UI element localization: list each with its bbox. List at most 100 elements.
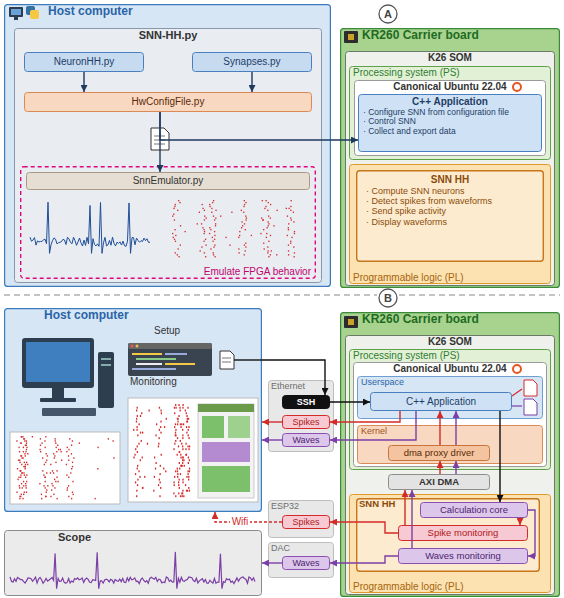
spike-raster (133, 404, 190, 497)
connector (330, 522, 398, 533)
label-text: dma proxy driver (388, 448, 490, 459)
spike-raster (172, 200, 295, 257)
snn-box: SNN HHCalculation coreSpike monitoringWa… (356, 498, 540, 572)
label-text: Spike monitoring (398, 528, 528, 539)
label-text: Canonical Ubuntu 22.04 (358, 81, 542, 93)
box-fill (350, 67, 551, 160)
connector (439, 411, 440, 445)
box-fill (27, 173, 310, 190)
box-fill (283, 516, 330, 529)
box-fill (346, 336, 555, 595)
os-box: Canonical Ubuntu 22.04C++ Application· C… (354, 80, 546, 156)
som-box: K26 SOMProcessing system (PS)Canonical U… (345, 51, 555, 286)
box-fill (399, 526, 528, 541)
callout-holder: B (378, 290, 398, 306)
callout-holder: A (378, 6, 398, 22)
module-box: SnnEmulator.py (26, 172, 310, 190)
label-text: Waves monitoring (398, 551, 528, 562)
label-text: Waves (282, 558, 330, 568)
waveform (30, 202, 150, 253)
box-fill (283, 557, 330, 570)
box-fill (283, 434, 330, 447)
kernel-region: Kerneldma proxy driver (357, 425, 543, 464)
box-fill (25, 53, 144, 72)
label-text: Scope (58, 531, 258, 544)
label-text: SnnEmulator.py (30, 175, 306, 187)
ps-region: Processing system (PS)Canonical Ubuntu 2… (349, 349, 551, 470)
box-fill (350, 350, 551, 470)
box-fill (358, 426, 543, 464)
box-fill (357, 171, 544, 262)
connector (330, 556, 398, 563)
box-fill (5, 5, 331, 287)
connector (160, 112, 358, 140)
label-text: Calculation core (420, 505, 528, 516)
box-fill (341, 29, 560, 288)
label-text: NeuronHH.py (28, 56, 140, 68)
box-fill (389, 475, 490, 490)
host-panel: Host computerSetupMonitoring (4, 308, 262, 512)
script-box: SNN-HH.pyNeuronHH.py Synapses.pyHwConfigF… (14, 28, 322, 283)
label-text: Monitoring (130, 376, 258, 388)
output-files (512, 380, 537, 415)
label-text: Processing system (PS) (353, 350, 547, 362)
label-text: Programmable logic (PL) (353, 581, 547, 593)
box-fill (359, 95, 542, 152)
box-fill (269, 543, 334, 578)
file-icon (220, 351, 262, 369)
box-fill (269, 381, 334, 452)
pl-region: Programmable logic (PL)SNN HHCalculation… (349, 494, 551, 593)
callout-letter: B (384, 292, 392, 305)
callout-circle (379, 5, 397, 23)
box-fill (421, 503, 528, 518)
label-text: C++ Application (370, 396, 512, 408)
label-text: K26 SOM (349, 52, 551, 64)
spikes-box: Spikes (282, 515, 330, 529)
label-text: Spikes (282, 417, 330, 427)
ssh-box: SSH (282, 395, 330, 409)
edge-label: Wifi (230, 516, 251, 528)
app-box: C++ Application· Configure SNN from conf… (358, 94, 542, 152)
snn-box: SNN HH· Compute SNN neurons· Detect spik… (356, 170, 544, 262)
label-text: Programmable logic (PL) (353, 272, 547, 284)
label-text: Synapses.py (196, 56, 308, 68)
core-box: Calculation core (420, 502, 528, 518)
label-text: · Collect and export data (363, 127, 539, 137)
emulation-region: Emulate FPGA behaviorSnnEmulator.py (20, 166, 316, 279)
interface-box: ESP32Spikes (268, 500, 334, 538)
label-text: SNN HH (360, 174, 540, 186)
box-fill (283, 396, 330, 409)
connector (330, 411, 400, 422)
box-fill (5, 309, 262, 512)
scope-panel: Scope (4, 530, 262, 596)
box-fill (341, 313, 560, 597)
label-text: Setup (154, 325, 258, 337)
desktop-computer (22, 338, 114, 416)
connector (528, 510, 535, 556)
label-text: Waves (282, 435, 330, 445)
box-fill (389, 446, 490, 461)
separator (4, 295, 377, 296)
box-fill (283, 416, 330, 429)
label-text: K26 SOM (349, 336, 551, 348)
label-text: SNN-HH.py (18, 29, 318, 42)
label-text: Host computer (48, 5, 327, 19)
label-text: HwConfigFile.py (28, 96, 308, 108)
label-text: AXI DMA (388, 477, 490, 488)
connector (455, 461, 456, 474)
box-fill (25, 93, 312, 112)
connector (519, 518, 520, 525)
label-text: Userspace (361, 377, 539, 387)
callout-circle (379, 289, 397, 307)
waves-box: Waves (282, 556, 330, 570)
connector (439, 461, 440, 474)
separator (399, 295, 560, 296)
box-fill (371, 393, 512, 411)
label-text: · Display waveforms (366, 217, 540, 227)
pl-region: Programmable logic (PL) SNN HH· Compute S… (349, 164, 551, 284)
connector (262, 421, 282, 422)
module-box: HwConfigFile.py (24, 92, 312, 112)
label-text: SSH (282, 397, 330, 407)
connector (262, 562, 282, 563)
box-fill (358, 377, 543, 419)
